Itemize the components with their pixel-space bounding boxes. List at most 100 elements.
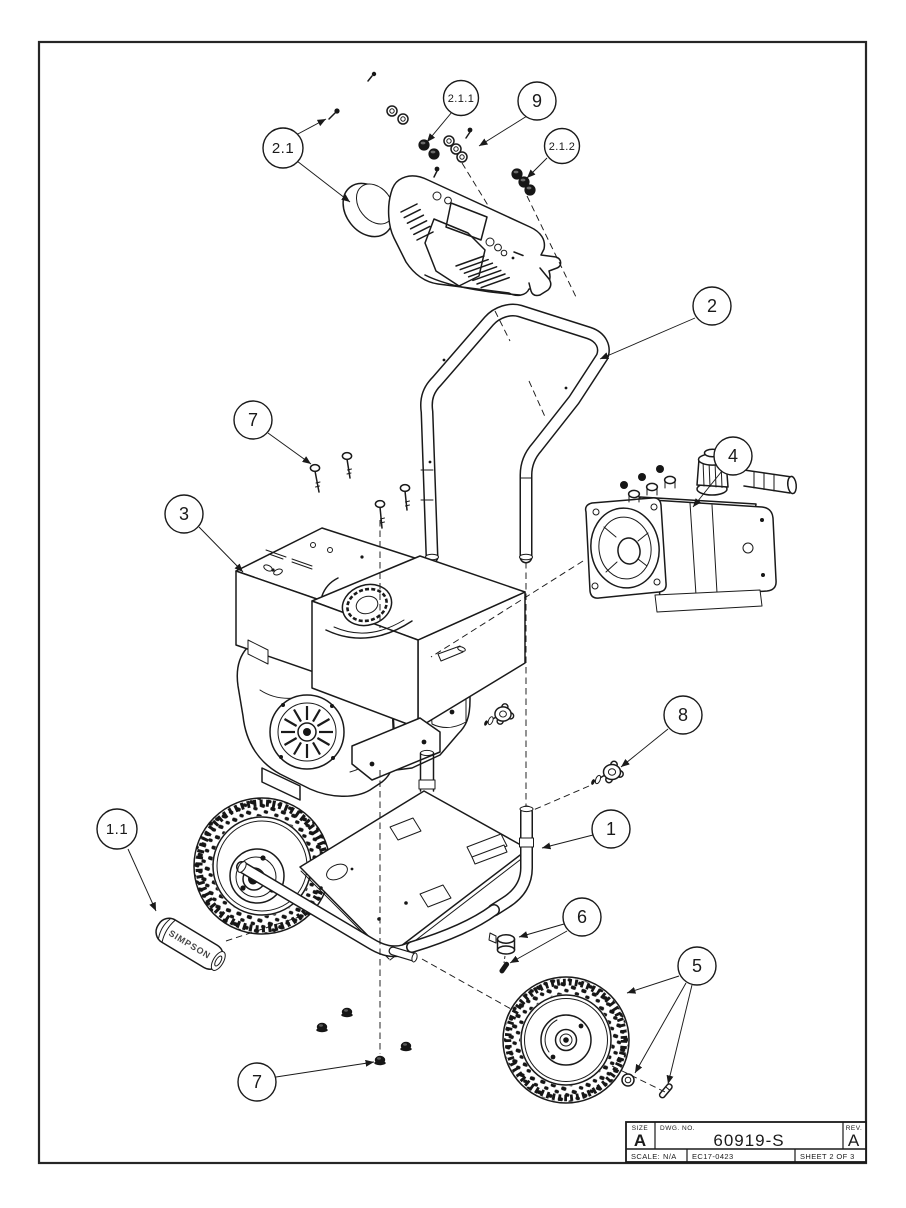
bolt — [399, 483, 411, 511]
callout-5: 5 — [677, 946, 717, 986]
panel-knob-left — [484, 703, 515, 726]
deck-handle-bracket — [466, 833, 508, 860]
crankshaft-stub — [437, 645, 466, 662]
console-top-screw — [433, 166, 440, 178]
svg-text:2.1.2: 2.1.2 — [549, 141, 575, 153]
callout-2-1-1: 2.1.1 — [442, 79, 480, 117]
pump — [584, 448, 798, 613]
svg-text:3: 3 — [179, 504, 189, 524]
rubber-foot — [488, 932, 516, 955]
air-cleaner-cap — [346, 587, 388, 623]
panel-knob-right — [591, 760, 624, 785]
svg-text:8: 8 — [678, 705, 688, 725]
handle-tube-seams — [420, 469, 533, 501]
pump-outlet-fittings — [620, 465, 677, 503]
console-vent-slots-right — [455, 255, 510, 289]
console-hook — [528, 267, 552, 297]
bolt — [309, 463, 321, 493]
assembly-centerlines — [225, 162, 666, 1093]
callout-8: 8 — [663, 695, 703, 735]
air-cleaner — [311, 555, 526, 729]
rev-label: REV. — [846, 1125, 863, 1132]
dwg-no-label: DWG. NO. — [660, 1125, 695, 1132]
nut — [316, 1022, 328, 1033]
svg-text:7: 7 — [248, 410, 258, 430]
handle-grip: SIMPSON — [155, 917, 226, 971]
svg-text:1: 1 — [606, 819, 616, 839]
console-bottom-shadow — [424, 274, 521, 296]
svg-text:9: 9 — [532, 91, 542, 111]
callout-2-1-2: 2.1.2 — [543, 127, 581, 165]
carburetor — [247, 639, 269, 665]
handle-bar — [420, 303, 610, 564]
right-wheel — [502, 976, 630, 1104]
cap-cluster-9 — [443, 127, 473, 163]
engine-mount-bolts — [309, 451, 411, 529]
callout-3: 3 — [164, 494, 204, 534]
svg-text:4: 4 — [728, 446, 738, 466]
svg-text:2.1: 2.1 — [272, 140, 294, 157]
pump-inlet-fitting — [743, 469, 798, 495]
title-block: SIZE A DWG. NO. 60919-S REV. A SCALE: N/… — [625, 1121, 867, 1163]
deck-cutout — [389, 817, 422, 841]
dwg-no-value: 60919-S — [713, 1131, 784, 1150]
callout-1: 1 — [591, 809, 631, 849]
bolt — [341, 451, 353, 479]
recoil-starter — [269, 694, 345, 770]
rev-value: A — [848, 1131, 860, 1150]
console-fasteners — [328, 71, 536, 196]
svg-text:1.1: 1.1 — [106, 821, 128, 838]
foot-screw — [499, 961, 510, 974]
bolt — [374, 499, 386, 529]
cap-cluster-2-1-1 — [418, 139, 440, 160]
callout-6: 6 — [562, 897, 602, 937]
screw-small-1 — [328, 108, 340, 120]
callout-7-bottom: 7 — [237, 1062, 277, 1102]
doc-code: EC17-0423 — [692, 1152, 734, 1161]
sheet-info: SHEET 2 OF 3 — [800, 1152, 855, 1161]
console-panel-assembly — [342, 166, 562, 297]
handle-tube-end-right — [519, 553, 533, 561]
frame-front-rail — [236, 861, 500, 963]
frame-right-tube — [487, 805, 534, 917]
deck-cutout — [419, 884, 452, 908]
axle-pin — [658, 1083, 673, 1099]
callout-9: 9 — [517, 81, 557, 121]
engine-base-feet — [261, 717, 441, 801]
leader-lines — [127, 111, 723, 1085]
right-tire-knobs — [504, 978, 628, 1102]
nut — [400, 1041, 412, 1052]
console-display-bezel — [445, 202, 488, 241]
size-value: A — [634, 1131, 646, 1150]
svg-text:5: 5 — [692, 956, 702, 976]
console-vent-slots-left — [400, 203, 434, 241]
size-label: SIZE — [632, 1125, 649, 1132]
svg-text:7: 7 — [252, 1072, 262, 1092]
drawing-border — [37, 40, 868, 1165]
callout-balloons: 2.1 2.1.1 9 2.1.2 2 7 4 3 8 1.1 1 6 5 7 — [96, 79, 753, 1102]
callout-2: 2 — [692, 286, 732, 326]
cap-cluster-2-1-2 — [511, 168, 536, 196]
svg-text:2: 2 — [707, 296, 717, 316]
callout-2-1: 2.1 — [262, 127, 304, 169]
frame-left-stub-tube — [418, 749, 436, 792]
frame — [236, 749, 534, 974]
pump-mount-rail — [654, 589, 763, 613]
nut — [374, 1055, 386, 1066]
callout-1-1: 1.1 — [96, 808, 138, 850]
fuel-valve — [263, 564, 283, 576]
deck-oval-hole — [326, 863, 348, 881]
svg-text:2.1.1: 2.1.1 — [448, 93, 474, 105]
scale-label: SCALE: — [631, 1152, 660, 1161]
callout-7-top: 7 — [233, 400, 273, 440]
scale-value: N/A — [663, 1152, 677, 1161]
callout-4: 4 — [713, 436, 753, 476]
flange-nuts — [316, 1007, 412, 1066]
console-holes — [432, 191, 524, 260]
nut — [341, 1007, 353, 1018]
cap-pair-outlined — [386, 105, 409, 125]
axle-washer — [621, 1073, 635, 1087]
screw-small-2 — [367, 71, 377, 82]
